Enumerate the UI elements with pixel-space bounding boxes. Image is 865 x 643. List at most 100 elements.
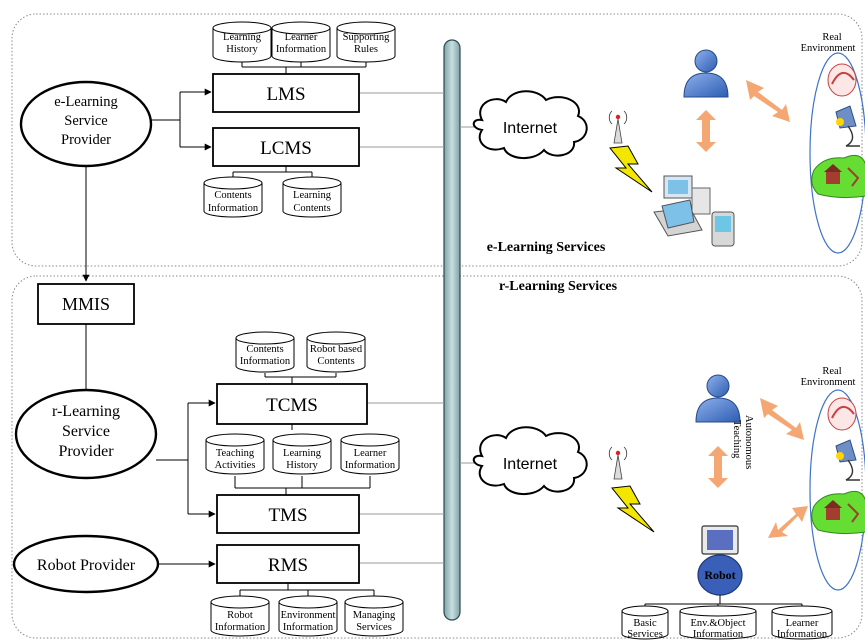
autonomous-teaching-label: Teaching xyxy=(731,420,742,459)
telephone-icon xyxy=(827,63,857,97)
real-environment-label: Environment xyxy=(801,43,856,54)
robot-provider-label: Robot Provider xyxy=(37,557,136,574)
r-learning-provider xyxy=(14,388,158,480)
home-scene-icon xyxy=(811,490,865,535)
db-label: Contents xyxy=(293,203,330,214)
mmis-label: MMIS xyxy=(62,294,110,314)
bidirectional-arrow-icon xyxy=(760,398,804,440)
real-environment-label: Real xyxy=(822,32,841,43)
robot-label: Robot xyxy=(704,568,735,582)
bidirectional-arrow-icon xyxy=(696,110,716,152)
db-label: Learning xyxy=(223,32,262,43)
db-environment-information: Environment Information xyxy=(278,595,338,637)
robot-icon: Robot xyxy=(697,525,743,596)
r-provider-label: r-Learning xyxy=(52,403,120,420)
antenna-icon xyxy=(608,110,628,144)
lamp-icon xyxy=(835,105,860,147)
db-label: Learning xyxy=(293,190,332,201)
db-robot-information: Robot Information xyxy=(210,595,270,637)
real-environment-boundary xyxy=(809,389,865,591)
db-label: Information xyxy=(693,629,744,640)
antenna-icon xyxy=(608,446,628,480)
autonomous-teaching-label: Autonomous xyxy=(743,415,754,469)
lightning-icon xyxy=(609,145,653,193)
db-label: Teaching xyxy=(216,448,255,459)
db-learner-information-mid: Learner Information xyxy=(340,433,400,475)
r-learning-services-label: r-Learning Services xyxy=(499,279,618,294)
db-learning-contents: Learning Contents xyxy=(282,176,342,218)
db-label: Env.&Object xyxy=(690,618,745,629)
real-environment-label: Environment xyxy=(801,377,856,388)
db-label: Information xyxy=(276,44,327,55)
r-provider-label: Provider xyxy=(58,443,114,460)
lamp-icon xyxy=(835,439,860,481)
r-provider-label: Service xyxy=(62,423,110,440)
db-label: Activities xyxy=(215,460,256,471)
rms-label: RMS xyxy=(268,555,308,576)
bidirectional-arrow-icon xyxy=(708,446,728,488)
mmis-box xyxy=(37,283,135,325)
db-label: Contents xyxy=(317,356,354,367)
home-scene-icon xyxy=(811,154,865,199)
db-label: History xyxy=(286,460,318,471)
real-environment-label: Real xyxy=(822,366,841,377)
db-label: Information xyxy=(215,622,266,633)
e-learning-services-label: e-Learning Services xyxy=(487,240,606,255)
db-label: History xyxy=(226,44,258,55)
learner-user-icon-top xyxy=(683,49,729,98)
bidirectional-arrow-icon xyxy=(768,506,808,538)
db-label: Environment xyxy=(281,610,336,621)
db-robot-based-contents: Robot based Contents xyxy=(306,331,366,373)
db-label: Services xyxy=(356,622,392,633)
db-learning-history-mid: Learning History xyxy=(272,433,332,475)
bidirectional-arrow-icon xyxy=(746,80,790,122)
db-managing-services: Managing Services xyxy=(344,595,404,637)
db-label: Robot based xyxy=(310,344,363,355)
internet-cloud-top: Internet xyxy=(472,90,588,159)
e-provider-label: Service xyxy=(64,113,107,129)
db-label: Supporting xyxy=(343,32,390,43)
db-learning-history-top: Learning History xyxy=(212,21,272,63)
db-learner-information-top: Learner Information xyxy=(271,21,331,63)
lightning-icon xyxy=(611,485,655,533)
db-label: Services xyxy=(627,629,663,640)
db-label: Information xyxy=(208,203,259,214)
db-label: Robot xyxy=(227,610,253,621)
db-label: Information xyxy=(777,629,828,640)
telephone-icon xyxy=(827,397,857,431)
db-label: Information xyxy=(345,460,396,471)
db-contents-information-mid: Contents Information xyxy=(235,331,295,373)
internet-label: Internet xyxy=(503,456,558,473)
db-env-object-information: Env.&Object Information xyxy=(679,605,757,640)
db-label: Basic xyxy=(633,618,657,629)
db-label: Contents xyxy=(214,190,251,201)
communication-bus xyxy=(443,39,461,621)
db-basic-services: Basic Services xyxy=(621,605,669,640)
db-learner-information-robot: Learner Information xyxy=(771,605,833,640)
db-label: Learning xyxy=(283,448,322,459)
real-environment-boundary xyxy=(809,52,865,254)
learner-user-icon-bottom xyxy=(695,374,741,423)
tms-box xyxy=(216,494,360,534)
computer-devices-icon xyxy=(653,175,735,247)
e-provider-label: Provider xyxy=(61,132,111,148)
tms-label: TMS xyxy=(268,505,307,526)
db-supporting-rules: Supporting Rules xyxy=(336,21,396,63)
tcms-label: TCMS xyxy=(266,395,318,416)
db-label: Information xyxy=(283,622,334,633)
db-label: Contents xyxy=(246,344,283,355)
lms-label: LMS xyxy=(266,84,305,105)
lcms-label: LCMS xyxy=(260,138,312,159)
lms-box xyxy=(212,73,360,113)
internet-cloud-bottom: Internet xyxy=(472,426,588,495)
db-label: Learner xyxy=(786,618,819,629)
lcms-box xyxy=(212,127,360,167)
e-learning-panel xyxy=(11,13,863,267)
db-label: Managing xyxy=(353,610,396,621)
db-label: Learner xyxy=(354,448,387,459)
db-label: Rules xyxy=(354,44,378,55)
e-provider-label: e-Learning xyxy=(54,94,118,110)
db-label: Learner xyxy=(285,32,318,43)
db-teaching-activities: Teaching Activities xyxy=(205,433,265,475)
